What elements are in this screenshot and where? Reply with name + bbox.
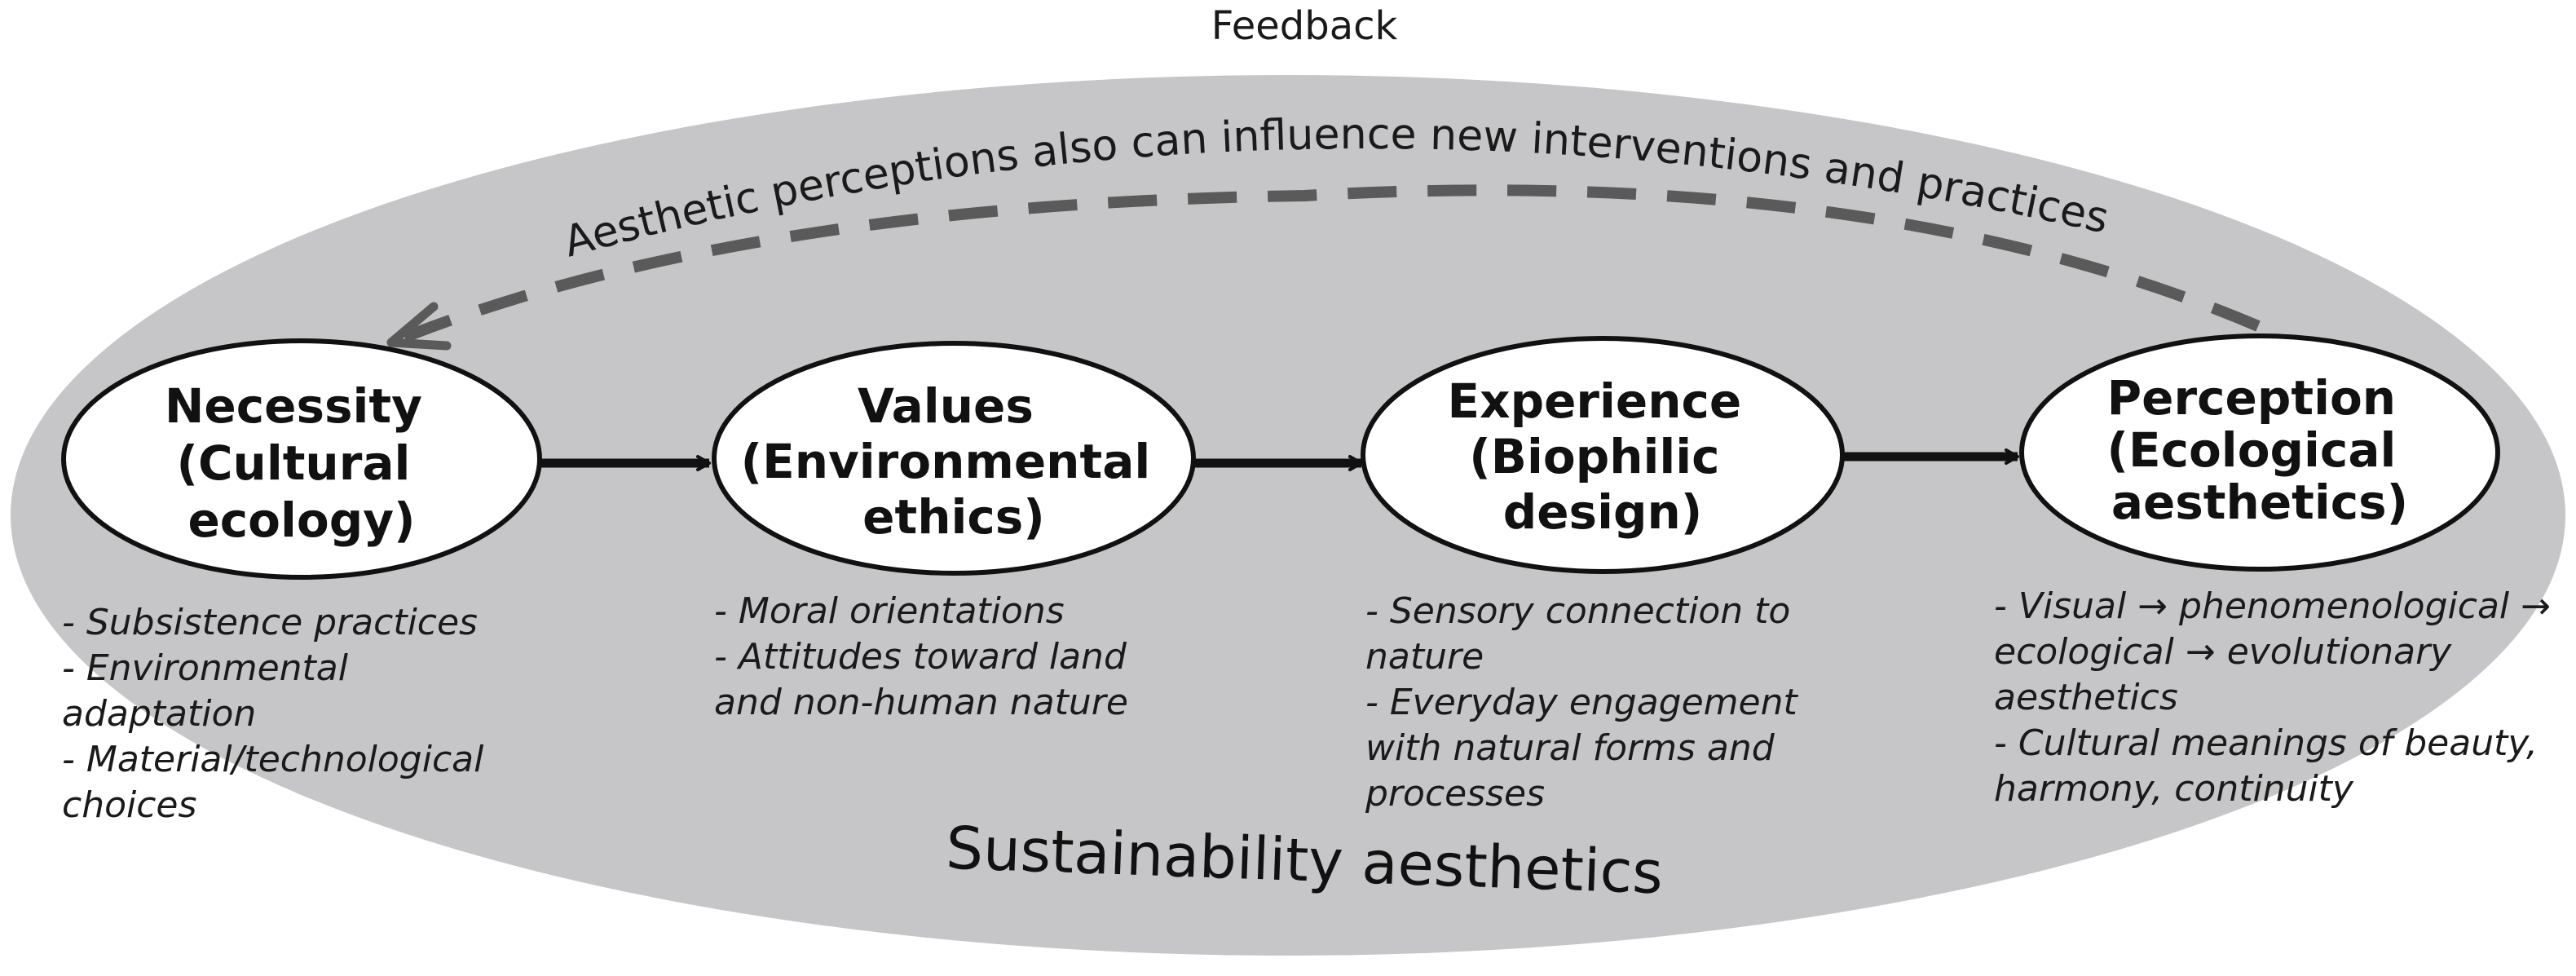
note-line: - Everyday engagement (1365, 682, 1798, 723)
note-line: harmony, continuity (1994, 768, 2354, 810)
node-perception-notes: - Visual → phenomenological → ecological… (1994, 585, 2562, 810)
node-title-line: Experience (1448, 373, 1742, 429)
node-experience-title: Experience (Biophilic design) (1448, 373, 1758, 540)
node-necessity-notes: - Subsistence practices - Environmental … (62, 602, 495, 826)
node-title-line: Perception (2107, 370, 2396, 426)
note-line: - Attitudes toward land (714, 636, 1127, 678)
node-values: Values (Environmental ethics) - Moral or… (712, 341, 1196, 723)
node-values-notes: - Moral orientations - Attitudes toward … (714, 590, 1138, 723)
note-line: processes (1365, 773, 1545, 815)
node-necessity-ellipse (61, 338, 542, 580)
note-line: - Moral orientations (714, 590, 1065, 632)
node-title-line: ethics) (862, 489, 1045, 545)
note-line: - Visual → phenomenological → (1994, 585, 2551, 627)
note-line: nature (1365, 636, 1484, 678)
note-line: - Environmental (62, 647, 349, 689)
node-perception: Perception (Ecological aesthetics) - Vis… (1994, 333, 2562, 810)
note-line: ecological → evolutionary (1994, 631, 2452, 673)
note-line: - Sensory connection to (1365, 590, 1790, 632)
node-title-line: aesthetics) (2111, 475, 2408, 530)
note-line: aesthetics (1994, 677, 2178, 718)
note-line: with natural forms and (1365, 727, 1775, 769)
node-perception-ellipse (2019, 333, 2500, 572)
feedback-label: Feedback (1211, 3, 1398, 49)
feedback-arrowhead (386, 302, 452, 351)
node-title-line: ecology) (187, 492, 415, 548)
sustainability-ellipse (11, 75, 2565, 956)
node-experience-notes: - Sensory connection to nature - Everyda… (1365, 590, 1809, 815)
node-title-line: (Ecological (2106, 422, 2396, 478)
node-title-line: design) (1503, 484, 1703, 540)
note-line: - Subsistence practices (62, 602, 478, 643)
note-line: - Material/technological (62, 739, 484, 780)
note-line: choices (62, 784, 196, 826)
node-title-line: Values (858, 378, 1034, 434)
node-title-line: (Environmental (741, 434, 1151, 489)
note-line: adaptation (62, 693, 256, 735)
node-title-line: (Cultural (176, 435, 410, 491)
node-title-line: (Biophilic (1469, 429, 1719, 484)
node-necessity-title: Necessity (Cultural ecology) (165, 378, 439, 548)
node-necessity: Necessity (Cultural ecology) - Subsisten… (61, 338, 542, 826)
node-title-line: Necessity (165, 378, 422, 434)
node-experience-ellipse (1361, 336, 1845, 574)
feedback-dashed-arrow (389, 184, 2261, 348)
node-values-ellipse (712, 341, 1196, 576)
note-line: - Cultural meanings of beauty, (1994, 722, 2538, 764)
node-values-title: Values (Environmental ethics) (741, 378, 1167, 545)
node-experience: Experience (Biophilic design) - Sensory … (1361, 336, 1845, 815)
node-perception-title: Perception (Ecological aesthetics) (2106, 370, 2412, 530)
note-line: and non-human nature (714, 682, 1128, 723)
